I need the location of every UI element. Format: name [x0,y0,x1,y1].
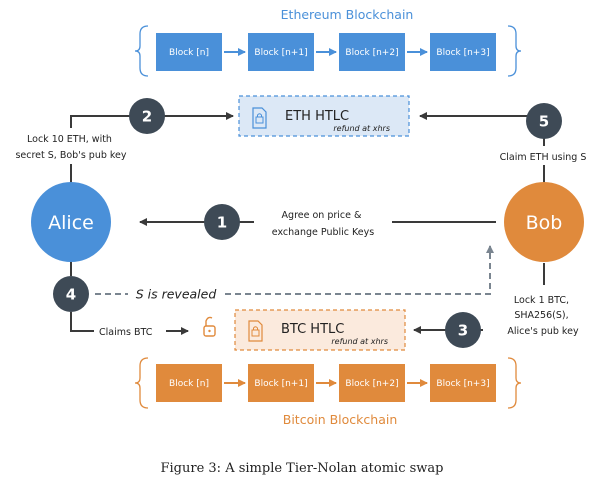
lock-icon [248,320,263,342]
eth-right-brace [507,25,522,77]
reveal-label-bg [128,285,222,303]
bitcoin-chain-title: Bitcoin Blockchain [283,412,398,427]
bob-node: Bob [504,182,584,262]
step5-connector [419,112,545,146]
btc-block: Block [n+3] [430,364,496,402]
step-4-badge: 4 [53,276,89,312]
step-5-badge: 5 [526,103,562,139]
eth-block-label: Block [n+2] [345,48,398,58]
btc-block-label: Block [n+2] [345,379,398,389]
step-3-label: Lock 1 BTC, SHA256(S), Alice's pub key [507,295,579,337]
btc-block: Block [n+2] [339,364,405,402]
step-5-label: Claim ETH using S [500,152,587,163]
eth-block-label: Block [n+3] [436,48,489,58]
btc-block-label: Block [n+1] [254,379,307,389]
btc-htlc-box: BTC HTLC refund at xhrs [234,309,406,351]
eth-block-label: Block [n] [169,48,209,58]
alice-label: Alice [48,212,94,234]
btc-right-brace [507,357,522,409]
step-1-label: Agree on price & exchange Public Keys [272,210,374,238]
step-3-badge: 3 [445,312,481,348]
ethereum-chain-title: Ethereum Blockchain [281,7,414,22]
step-4-label: Claims BTC [99,327,153,338]
eth-htlc-refund: refund at xhrs [333,124,390,133]
eth-block: Block [n+3] [430,33,496,71]
step-2-badge: 2 [129,98,165,134]
bob-label: Bob [526,212,563,234]
eth-htlc-box: ETH HTLC refund at xhrs [238,95,410,137]
btc-block: Block [n] [156,364,222,402]
step-5-number: 5 [539,113,549,131]
figure-caption: Figure 3: A simple Tier-Nolan atomic swa… [161,461,444,476]
s-revealed-label: S is revealed [136,287,217,302]
eth-block: Block [n] [156,33,222,71]
btc-block-label: Block [n] [169,379,209,389]
step-1-badge: 1 [204,204,240,240]
step-2-label: Lock 10 ETH, with secret S, Bob's pub ke… [15,134,126,161]
step-1-label-bg [254,204,392,240]
btc-htlc-refund: refund at xhrs [331,337,388,346]
eth-block: Block [n+1] [248,33,314,71]
step4-connector [70,312,94,332]
secret-revealed-dashed-arrow [95,245,494,295]
btc-left-brace [134,357,149,409]
step-1-number: 1 [217,214,227,232]
btc-htlc-title: BTC HTLC [281,322,344,337]
eth-left-brace [134,25,149,77]
eth-block-label: Block [n+1] [254,48,307,58]
alice-node: Alice [31,182,111,262]
step-2-number: 2 [142,108,152,126]
btc-block: Block [n+1] [248,364,314,402]
eth-block: Block [n+2] [339,33,405,71]
step-3-number: 3 [458,322,468,340]
lock-icon [252,107,267,129]
step-4-number: 4 [66,286,76,304]
eth-htlc-title: ETH HTLC [285,109,349,124]
btc-block-label: Block [n+3] [436,379,489,389]
step2-connector [70,112,234,128]
unlocked-padlock-icon [203,316,216,337]
